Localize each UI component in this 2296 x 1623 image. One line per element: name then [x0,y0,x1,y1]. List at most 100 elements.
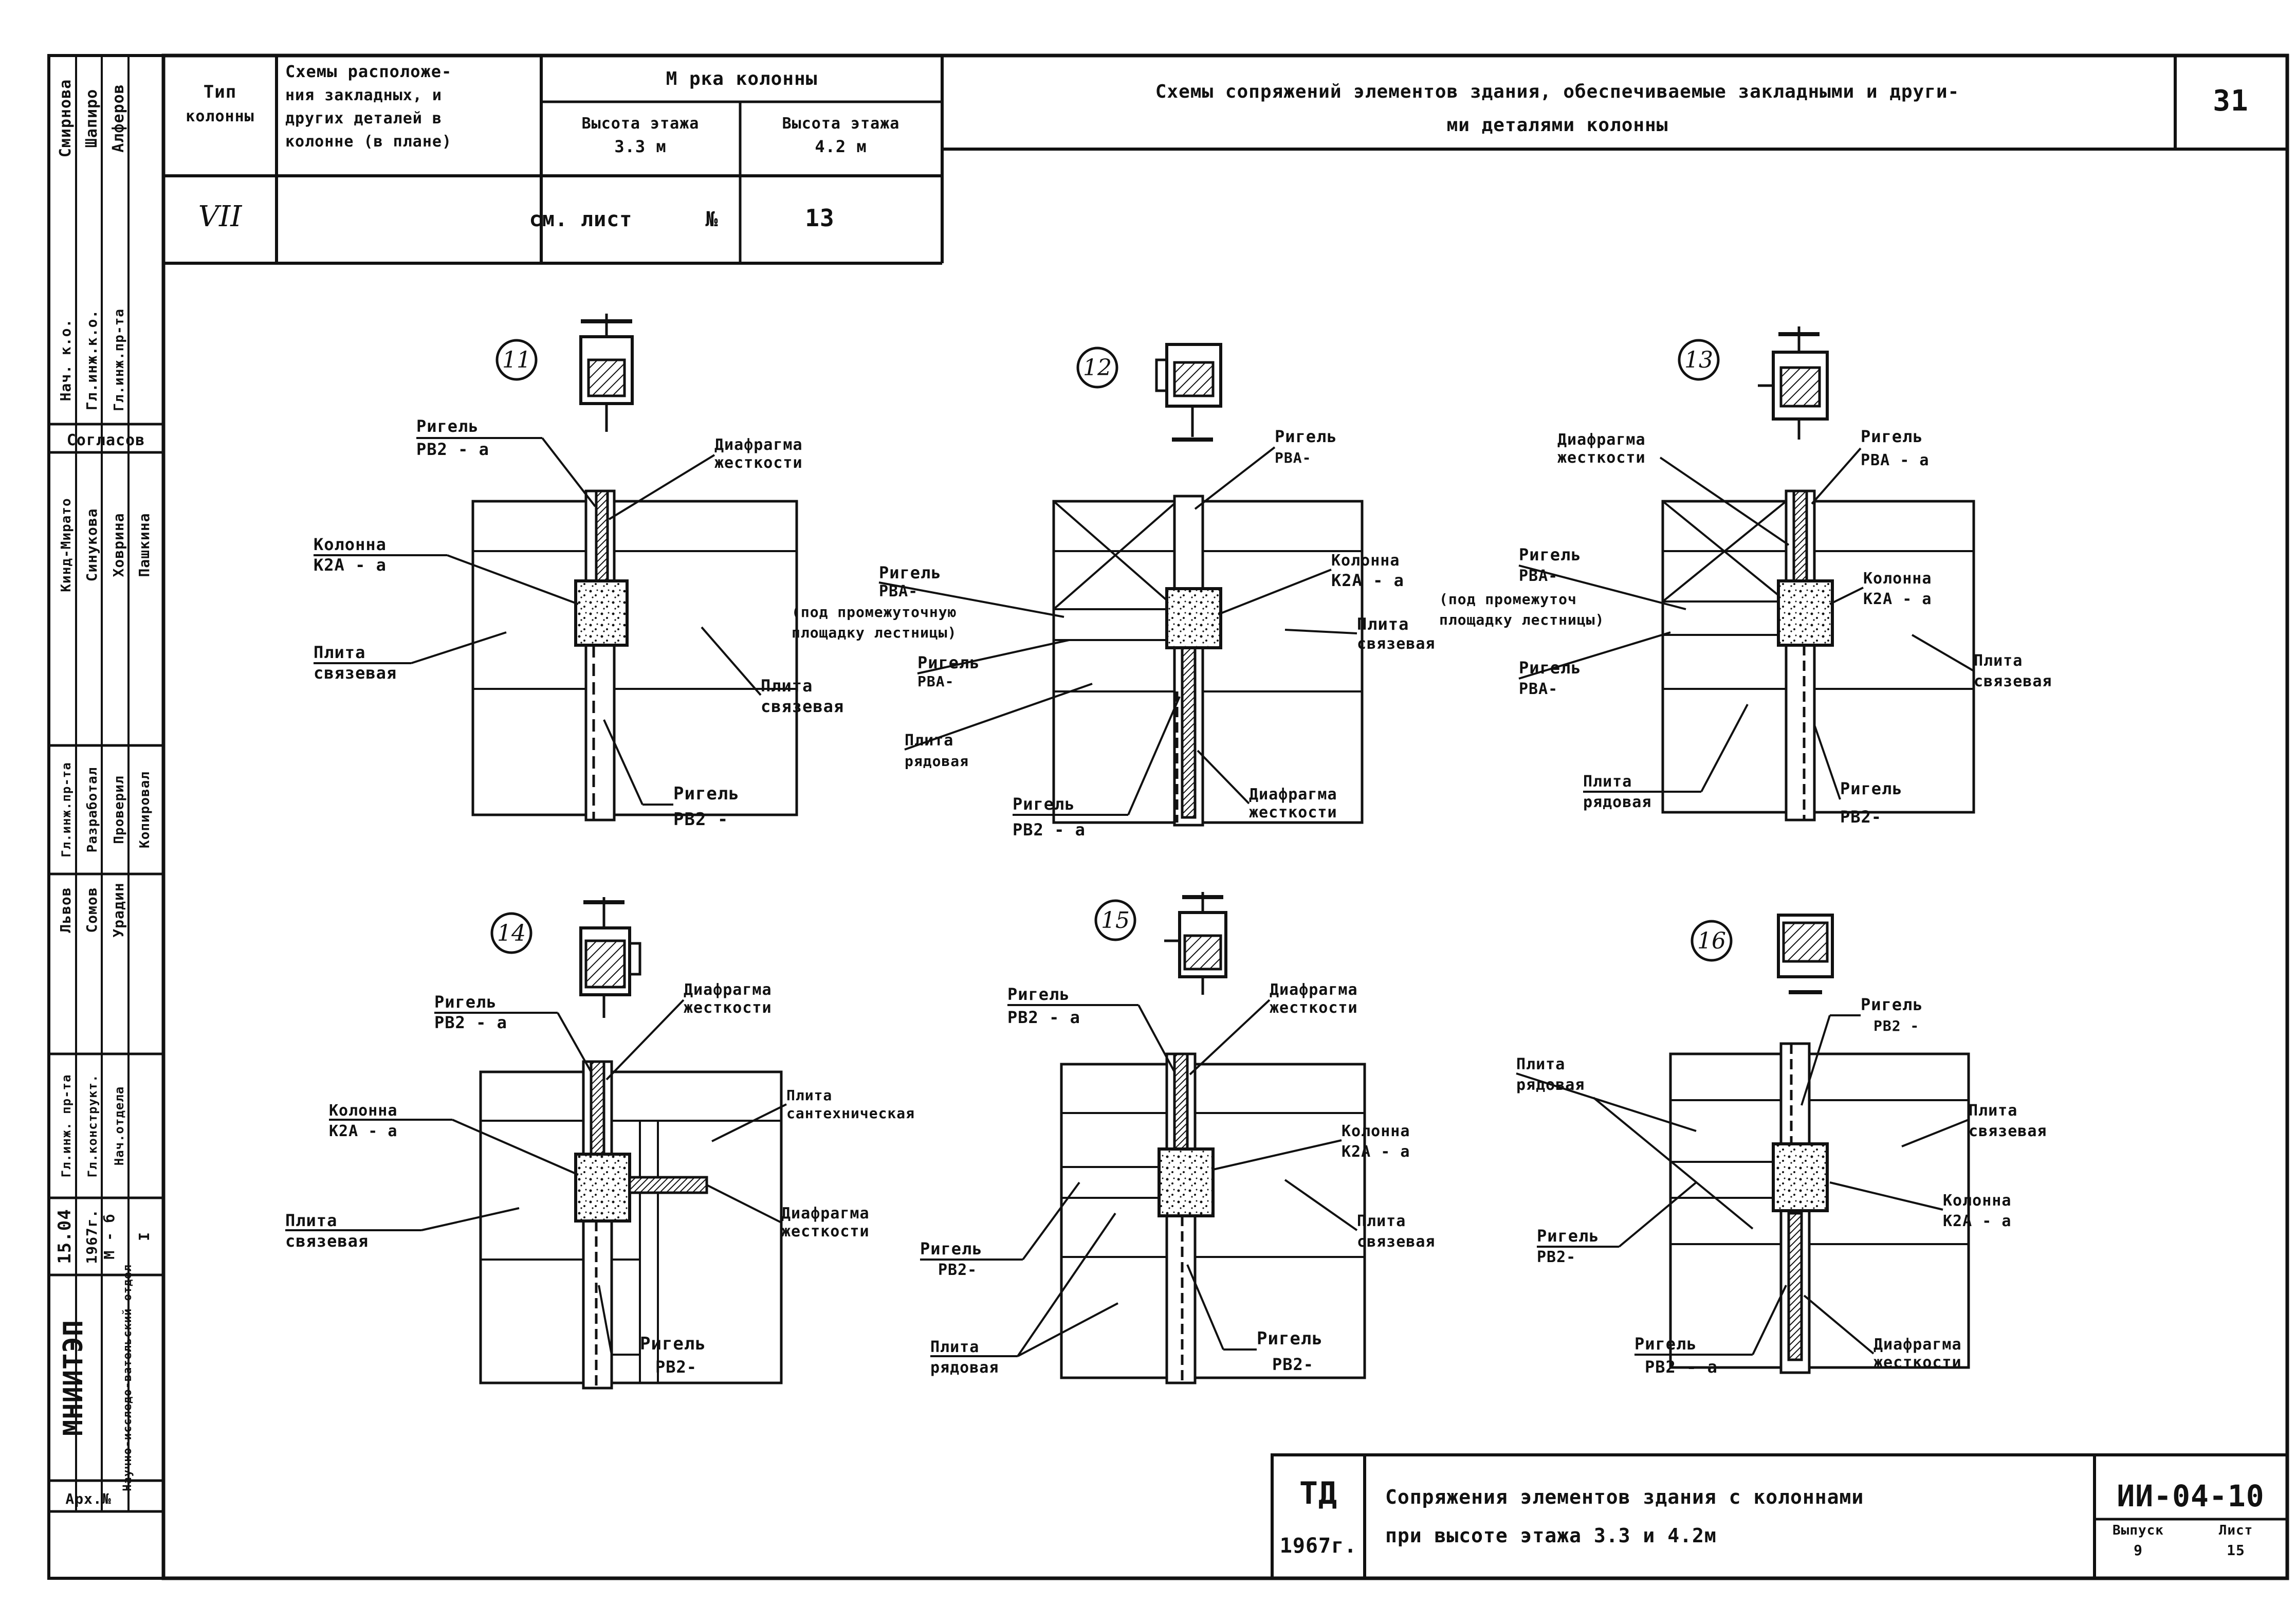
label-slab-sant-2: сантехническая [786,1105,915,1122]
label-slab-ord-2: рядовая [1583,793,1651,811]
sheet-number: 15 [2227,1542,2245,1559]
label-rigel-mark: РВ2 - а [1007,1008,1080,1027]
label-slab-ord-2: рядовая [930,1359,999,1377]
label-slab-right-1: Плита [1974,652,2023,670]
title-line-2: при высоте этажа 3.3 и 4.2м [1385,1524,1717,1547]
header-table: Тип колонны Схемы расположе- ния закладн… [163,56,2287,265]
label-rigel-mid: Ригель [1519,545,1582,564]
label-diaphragm-1: Диафрагма [1249,786,1337,804]
issue-number: 9 [2134,1542,2143,1559]
stamp-name-3: Урадин [110,882,127,937]
diaphragm [590,1060,605,1158]
label-column: Колонна [1943,1192,2011,1210]
label-slab-ord-1: Плита [1516,1055,1565,1073]
stamp-role-2: Гл.конструкт. [85,1074,100,1178]
row-ref-no: № [705,208,718,231]
stamp-role-3: Нач.отдела [112,1086,126,1166]
label-rigel-bottom-mark: РВ2 - а [1645,1357,1718,1377]
diagram-number: 11 [502,347,531,373]
column [574,1153,631,1223]
label-slab-sant-1: Плита [786,1087,832,1104]
label-column-mark: К2А - а [1943,1212,2011,1230]
slab-grid [1060,1063,1366,1379]
label-column-mark: К2А - а [1342,1143,1410,1161]
stamp-name-7: Пашкина [136,513,153,577]
label-rigel-top: Ригель [1275,427,1337,446]
label-rigel-bottom-mark: РВ2 - а [1013,820,1086,840]
slab-grid [1661,500,1975,814]
label-rigel-bottom: Ригель [673,783,740,804]
stamp-name-9: Шапиро [83,89,101,148]
stamp-org-dept: Научно-исследо-вательский отдел [121,1264,134,1491]
diagram-number: 14 [497,920,526,946]
label-diaphragm-1: Диафрагма [714,436,803,454]
column [1165,587,1222,649]
label-rigel-bottom: Ригель [1840,779,1903,798]
label-slab-left-1: Плита [314,643,365,662]
column-plan-view [579,314,634,432]
row-type: VII [198,200,243,233]
diaphragm [1792,489,1808,590]
label-rigel-top-mark: РВА- [1275,449,1311,466]
label-column: Колонна [1863,570,1932,588]
stamp-name-4: Кинд-Мирато [59,498,74,592]
col-h42-label-1: Высота этажа [782,115,900,133]
stamp-name-10: Алферов [109,84,127,152]
col-mark-label: М рка колонны [666,68,818,89]
diaphragm [1181,639,1197,819]
label-rigel-bottom-mark: РВ2- [1272,1355,1314,1374]
label-rigel-mid-note-1: (под промежуточную [792,604,957,621]
label-rigel-bottom: Ригель [1257,1328,1323,1349]
col-h33-label-1: Высота этажа [582,115,700,133]
label-rigel-bottom: Ригель [1634,1334,1697,1354]
row-ref-see: см. лист [529,208,633,231]
col-schemes-label-2: ния закладных, и [285,86,442,104]
diaphragm [595,489,609,590]
label-column: Колонна [329,1102,397,1120]
title-block: ТД 1967г. Сопряжения элементов здания с … [1271,1453,2289,1580]
label-rigel-left: Ригель [920,1239,983,1259]
side-stamp: Смирнова Шапиро Алферов Нач. к.о. Гл.инж… [49,56,163,1513]
label-slab-left-1: Плита [285,1211,337,1230]
stamp-role-9: Гл.инж.к.о. [83,309,100,410]
label-slab-right-2: связевая [761,697,844,716]
label-slab-left-2: связевая [285,1231,369,1251]
sheet-title-2: ми деталями колонны [1447,115,1668,136]
label-rigel-left-mark: РВ2- [1537,1248,1576,1266]
label-slab-ord-1: Плита [1583,773,1632,791]
label-column: Колонна [314,535,387,554]
column [1158,1147,1215,1217]
diagram-13: 13 Диафрагма жесткости Ригель РВА - а Ри… [1439,326,2052,827]
label-rigel-low: Ригель [1519,658,1582,678]
column [1777,579,1834,647]
td-year: 1967г. [1280,1534,1357,1558]
label-rigel-bottom-mark: РВ2- [1840,807,1882,827]
label-diaphragm-2: жесткости [1557,449,1646,467]
column-plan-view [1155,343,1222,442]
label-slab-right-2: связевая [1357,1233,1436,1251]
diagram-number: 13 [1684,347,1713,373]
label-column-mark: К2А - а [314,555,387,575]
diagram-12: 12 Ригель РВА- Ригель РВА- (под промежут… [792,343,1435,840]
diagram-number: 12 [1083,355,1112,381]
stamp-name-8: Смирнова [57,79,75,158]
col-type-label-2: колонны [186,107,254,125]
label-rigel-low-mark: РВА- [917,673,954,690]
label-rigel-bottom-mark: РВ2 - [673,809,728,830]
label-rigel-top: Ригель [1861,427,1923,446]
label-rigel-mid-note-1: (под промежуточ [1439,591,1577,608]
label-diaphragm-1: Диафрагма [684,981,772,999]
title-line-1: Сопряжения элементов здания с колоннами [1385,1486,1864,1508]
stamp-role-10: Гл.инж.пр-та [112,308,127,411]
label-rigel-mid-note-2: площадку лестницы) [792,624,957,641]
label-slab-right-1: Плита [1969,1102,2017,1120]
stamp-agreed: Согласов [67,431,145,449]
label-slab-right-2: связевая [1969,1122,2047,1140]
label-rigel-mid: Ригель [879,563,942,582]
stamp-role-4: Гл.инж.пр-та [59,762,74,857]
stamp-role-8: Нач. к.о. [57,319,74,402]
column [1772,1142,1829,1212]
label-rigel-mark: РВ2 - а [434,1013,507,1032]
stamp-date-1: 15.04 [54,1209,75,1264]
